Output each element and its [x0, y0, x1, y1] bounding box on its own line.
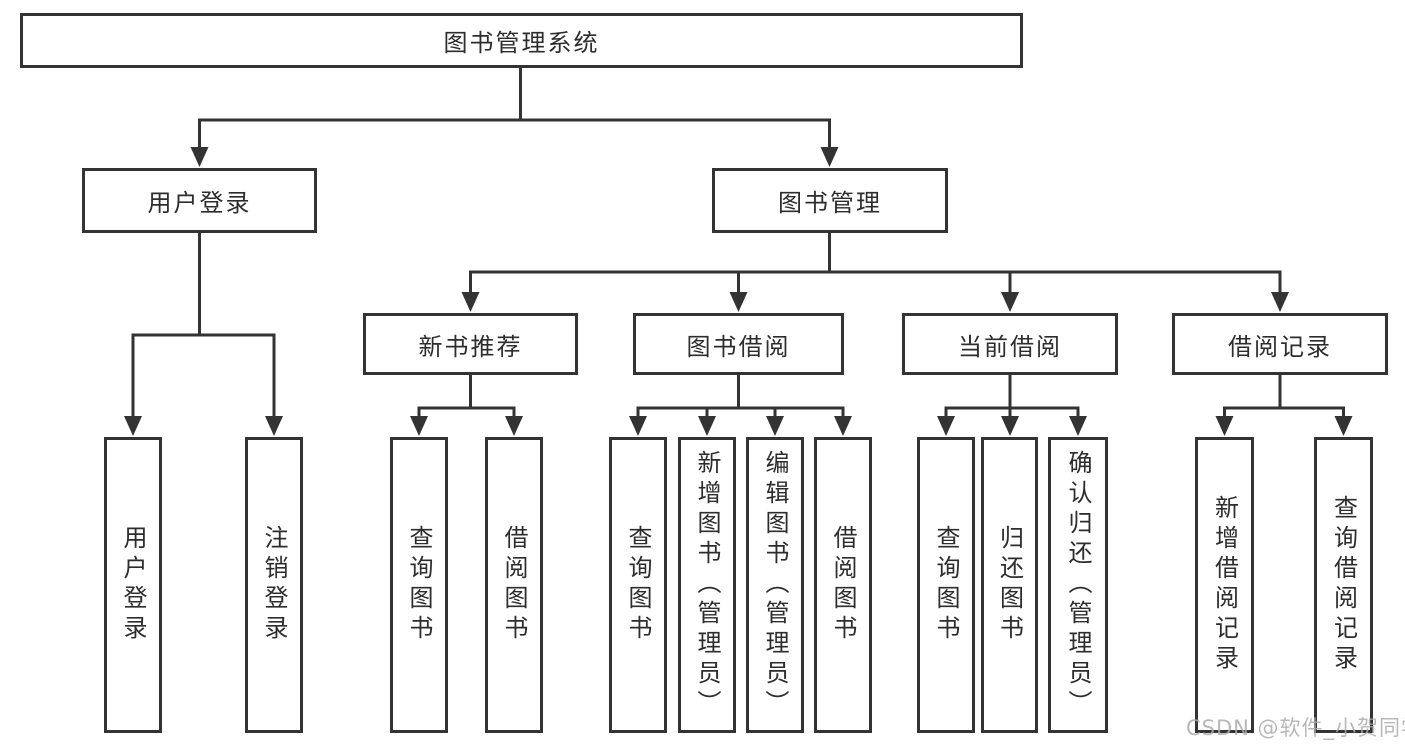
leaf-label: 查询借阅记录 [1329, 495, 1358, 675]
node-new-book-recommendation: 新书推荐 [363, 313, 578, 375]
leaf-label: 归还图书 [995, 525, 1024, 645]
node-label: 图书借阅 [686, 332, 791, 361]
leaf-edit-books-admin: 编辑图书（管理员） [746, 437, 804, 733]
leaf-label: 借阅图书 [829, 525, 857, 645]
node-label: 图书管理系统 [443, 29, 600, 57]
node-borrowing-records: 借阅记录 [1172, 313, 1388, 375]
leaf-add-borrow-record: 新增借阅记录 [1195, 437, 1254, 733]
leaf-borrow-books: 借阅图书 [485, 437, 543, 733]
leaf-borrow-books: 借阅图书 [814, 437, 872, 733]
node-label: 新书推荐 [418, 332, 523, 361]
node-book-management: 图书管理 [712, 168, 948, 233]
leaf-query-books: 查询图书 [609, 437, 667, 733]
leaf-label: 新增图书（管理员） [693, 450, 721, 720]
leaf-label: 查询图书 [405, 525, 433, 645]
leaf-label: 新增借阅记录 [1210, 495, 1239, 675]
leaf-return-books: 归还图书 [981, 437, 1038, 733]
leaf-user-login: 用户登录 [104, 437, 162, 733]
node-label: 图书管理 [778, 189, 882, 217]
node-library-management-system: 图书管理系统 [20, 13, 1023, 68]
leaf-confirm-return-admin: 确认归还（管理员） [1048, 437, 1108, 733]
node-label: 用户登录 [147, 189, 252, 217]
leaf-label: 借阅图书 [500, 525, 528, 645]
leaf-query-borrow-record: 查询借阅记录 [1314, 437, 1373, 733]
leaf-label: 查询图书 [932, 525, 960, 645]
node-label: 当前借阅 [958, 332, 1062, 361]
leaf-query-books: 查询图书 [390, 437, 448, 733]
node-current-borrowing: 当前借阅 [902, 313, 1118, 375]
leaf-add-books-admin: 新增图书（管理员） [678, 437, 736, 733]
node-book-borrowing: 图书借阅 [633, 313, 844, 375]
arrowheads [124, 147, 1353, 436]
csdn-watermark: CSDN @软件_小贺同学 [1186, 716, 1405, 740]
leaf-label: 查询图书 [624, 525, 652, 645]
leaf-label: 编辑图书（管理员） [761, 450, 789, 720]
leaf-query-books: 查询图书 [917, 437, 975, 733]
node-user-login: 用户登录 [82, 168, 317, 233]
node-label: 借阅记录 [1228, 332, 1332, 361]
leaf-logout: 注销登录 [245, 437, 303, 733]
leaf-label: 用户登录 [119, 525, 147, 645]
leaf-label: 注销登录 [260, 525, 288, 645]
leaf-label: 确认归还（管理员） [1064, 450, 1092, 720]
